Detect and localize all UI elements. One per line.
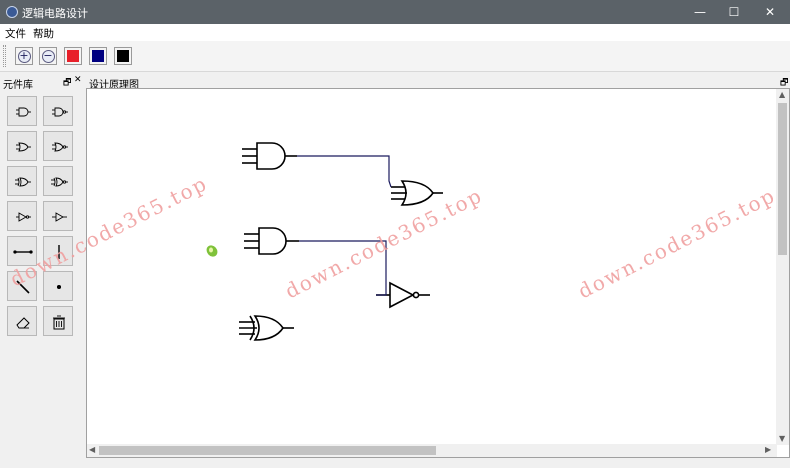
nand-gate-icon bbox=[52, 107, 68, 117]
schematic-title: 设计原理图 bbox=[89, 80, 139, 91]
scroll-up-icon[interactable]: ▲ bbox=[779, 90, 786, 99]
or-gate-icon bbox=[16, 142, 31, 152]
component-and-gate-button[interactable] bbox=[7, 96, 37, 126]
window-title: 逻辑电路设计 bbox=[22, 7, 88, 20]
menu-help[interactable]: 帮助 bbox=[33, 28, 54, 40]
horizontal-scrollbar[interactable]: ◀ ▶ bbox=[87, 444, 777, 457]
scroll-left-icon[interactable]: ◀ bbox=[89, 445, 96, 454]
maximize-button[interactable]: ☐ bbox=[728, 5, 740, 19]
color-navy-button[interactable] bbox=[89, 47, 107, 65]
minimize-button[interactable]: — bbox=[694, 5, 706, 19]
app-icon bbox=[6, 6, 18, 18]
component-wire-horizontal-button[interactable] bbox=[7, 236, 37, 266]
status-bar bbox=[0, 458, 790, 468]
color-black-button[interactable] bbox=[114, 47, 132, 65]
or-gate[interactable] bbox=[391, 180, 443, 206]
cursor-icon bbox=[206, 245, 218, 257]
dock-float-button[interactable]: 🗗 bbox=[63, 78, 72, 88]
scroll-down-icon[interactable]: ▼ bbox=[779, 434, 786, 443]
xnor-gate-icon bbox=[51, 177, 68, 187]
junction-dot-icon bbox=[56, 284, 62, 290]
component-nor-gate-button[interactable] bbox=[43, 131, 73, 161]
wire[interactable] bbox=[297, 155, 392, 188]
wire[interactable] bbox=[299, 240, 387, 296]
and-gate[interactable] bbox=[244, 227, 299, 255]
wire-horizontal-icon bbox=[13, 250, 33, 254]
eraser-icon bbox=[16, 317, 30, 329]
color-swatch-black bbox=[117, 50, 129, 62]
menu-file[interactable]: 文件 bbox=[5, 28, 26, 40]
color-swatch-red bbox=[67, 50, 79, 62]
vertical-scroll-thumb[interactable] bbox=[778, 103, 787, 255]
wire-group[interactable] bbox=[297, 155, 392, 296]
component-library-dock: 元件库 🗗 ✕ bbox=[0, 74, 84, 458]
color-swatch-navy bbox=[92, 50, 104, 62]
zoom-out-button[interactable]: − bbox=[39, 47, 57, 65]
component-wire-diagonal-button[interactable] bbox=[7, 271, 37, 301]
schematic-canvas[interactable]: ▲ ▼ ◀ ▶ bbox=[86, 88, 790, 458]
component-not-gate-button[interactable] bbox=[7, 201, 37, 231]
and-gate[interactable] bbox=[242, 142, 297, 170]
circuit-drawing[interactable] bbox=[87, 89, 777, 445]
component-eraser-button[interactable] bbox=[7, 306, 37, 336]
component-nand-gate-button[interactable] bbox=[43, 96, 73, 126]
wire-vertical-icon bbox=[58, 245, 60, 259]
xor-gate-icon bbox=[15, 177, 31, 187]
color-red-button[interactable] bbox=[64, 47, 82, 65]
toolbar: + − bbox=[0, 41, 790, 72]
component-xor-gate-button[interactable] bbox=[7, 166, 37, 196]
vertical-scrollbar[interactable]: ▲ ▼ bbox=[776, 89, 789, 445]
xor-gate[interactable] bbox=[239, 315, 294, 341]
component-trash-button[interactable] bbox=[43, 306, 73, 336]
schematic-float-button[interactable]: 🗗 bbox=[780, 78, 789, 88]
component-junction-dot-button[interactable] bbox=[43, 271, 73, 301]
trash-icon bbox=[53, 315, 65, 330]
close-button[interactable]: ✕ bbox=[764, 5, 776, 19]
zoom-out-icon: − bbox=[41, 48, 55, 63]
menu-bar: 文件 帮助 bbox=[0, 24, 790, 41]
scroll-right-icon[interactable]: ▶ bbox=[765, 445, 772, 454]
component-wire-vertical-button[interactable] bbox=[43, 236, 73, 266]
dock-close-button[interactable]: ✕ bbox=[74, 75, 82, 85]
not-gate-icon bbox=[16, 212, 31, 222]
schematic-panel: 设计原理图 🗗 bbox=[86, 74, 790, 458]
dock-title: 元件库 bbox=[3, 80, 33, 91]
zoom-in-button[interactable]: + bbox=[15, 47, 33, 65]
title-bar: 逻辑电路设计 — ☐ ✕ bbox=[0, 0, 790, 24]
zoom-in-icon: + bbox=[17, 48, 31, 63]
horizontal-scroll-thumb[interactable] bbox=[99, 446, 436, 455]
and-gate-icon bbox=[16, 107, 31, 117]
buffer-gate-icon bbox=[52, 212, 67, 222]
component-xnor-gate-button[interactable] bbox=[43, 166, 73, 196]
toolbar-grip[interactable] bbox=[3, 45, 6, 67]
component-or-gate-button[interactable] bbox=[7, 131, 37, 161]
nor-gate-icon bbox=[52, 142, 68, 152]
wire-diagonal-icon bbox=[16, 280, 30, 294]
component-buffer-gate-button[interactable] bbox=[43, 201, 73, 231]
